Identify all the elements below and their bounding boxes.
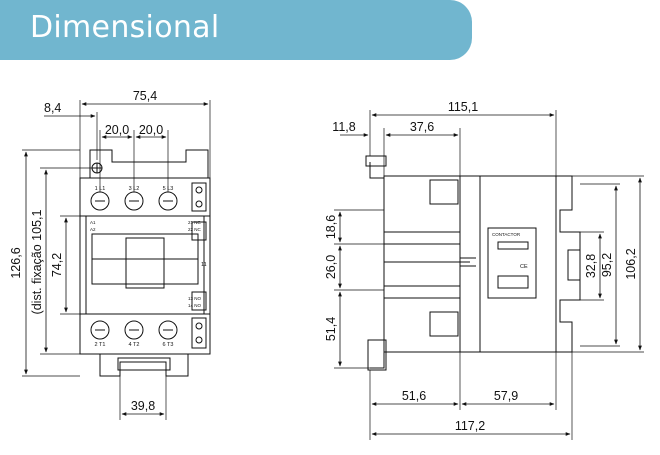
dim-side-51-6: 51,6 bbox=[402, 389, 426, 403]
terminal-screw-t1 bbox=[90, 320, 110, 340]
front-view bbox=[22, 100, 211, 420]
dim-side-95-2: 95,2 bbox=[600, 253, 614, 277]
aux-terminals-bottom bbox=[191, 317, 207, 349]
dim-front-fixing: (dist. fixação 105,1 bbox=[30, 209, 44, 314]
label-a2: A2 bbox=[90, 227, 96, 232]
label-11: 11 bbox=[201, 262, 207, 268]
label-22nc: 22 NC bbox=[188, 227, 202, 232]
header-banner: Dimensional bbox=[0, 0, 472, 60]
label-l2: 3 L2 bbox=[129, 186, 140, 192]
dim-side-total-top: 115,1 bbox=[448, 100, 478, 114]
terminal-screw-t3 bbox=[158, 320, 178, 340]
dim-front-pitch-1: 20,0 bbox=[105, 123, 129, 137]
dim-front-width: 75,4 bbox=[133, 89, 157, 103]
dim-side-26-0: 26,0 bbox=[324, 255, 338, 279]
dim-side-106-2: 106,2 bbox=[624, 248, 638, 279]
label-13no: 13 NO bbox=[188, 296, 202, 301]
side-bracket-left bbox=[369, 162, 385, 369]
page-title: Dimensional bbox=[30, 10, 220, 45]
dim-front-pitch-2: 20,0 bbox=[139, 123, 163, 137]
dim-front-left-offset: 8,4 bbox=[44, 101, 61, 115]
label-14no: 14 NO bbox=[188, 303, 202, 308]
front-top-tabs bbox=[89, 149, 209, 178]
dim-side-117-2: 117,2 bbox=[455, 419, 485, 433]
label-t1: 2 T1 bbox=[95, 342, 106, 348]
terminal-screw-t2 bbox=[124, 320, 144, 340]
dim-side-37-6: 37,6 bbox=[410, 120, 434, 134]
front-bottom-tabs bbox=[99, 354, 189, 377]
side-label-panel bbox=[487, 227, 537, 299]
dim-front-mid: 74,2 bbox=[50, 253, 64, 277]
dim-front-height: 126,6 bbox=[9, 247, 23, 278]
label-21nc: 21 NC bbox=[188, 220, 202, 225]
front-mid-section bbox=[85, 215, 205, 315]
label-a1: A1 bbox=[90, 220, 96, 225]
label-l3: 5 L3 bbox=[163, 186, 174, 192]
lower-terminal-block bbox=[79, 313, 211, 355]
label-l1: 1 L1 bbox=[95, 186, 106, 192]
side-view bbox=[334, 110, 644, 440]
dim-front-bottom: 39,8 bbox=[131, 399, 155, 413]
label-t3: 6 T3 bbox=[163, 342, 174, 348]
side-body-outline bbox=[383, 175, 557, 353]
dim-side-51-4: 51,4 bbox=[324, 317, 338, 341]
dim-side-57-9: 57,9 bbox=[494, 389, 518, 403]
dim-side-32-8: 32,8 bbox=[584, 254, 598, 278]
aux-terminals-top bbox=[191, 182, 207, 212]
label-t2: 4 T2 bbox=[129, 342, 140, 348]
front-body-outline bbox=[79, 177, 211, 355]
dim-side-18-6: 18,6 bbox=[324, 215, 338, 239]
dim-side-11-8: 11,8 bbox=[332, 120, 355, 134]
label-contactor: CONTACTOR bbox=[492, 232, 521, 237]
label-ce: CE bbox=[520, 264, 528, 270]
